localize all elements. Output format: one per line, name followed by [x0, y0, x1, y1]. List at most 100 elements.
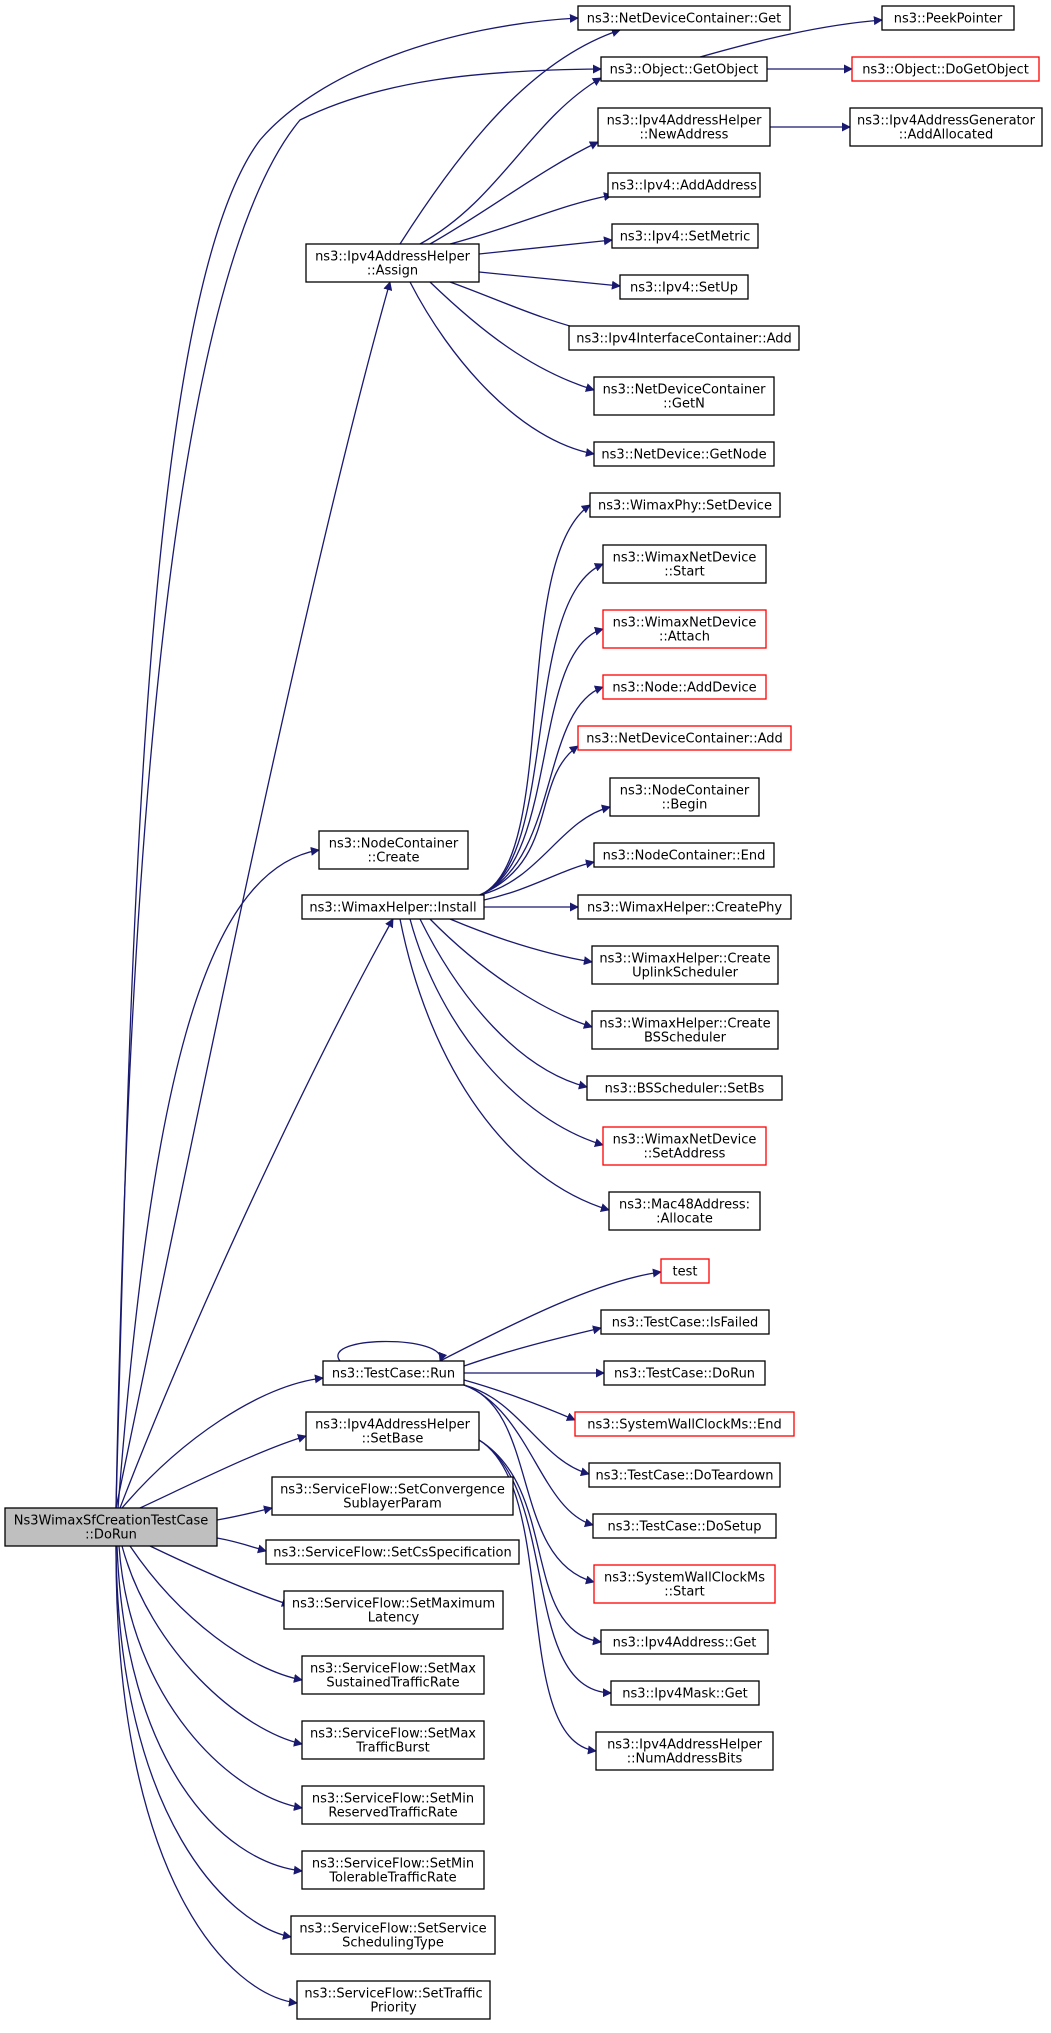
- node-convsub[interactable]: ns3::ServiceFlow::SetConvergenceSublayer…: [271, 1476, 514, 1516]
- node-setup[interactable]: ns3::Ipv4::SetUp: [619, 274, 749, 300]
- edge-line: [419, 918, 588, 1090]
- node-swc-start[interactable]: ns3::SystemWallClockMs::Start: [593, 1564, 776, 1604]
- node-box: [851, 56, 1040, 82]
- node-maxsus[interactable]: ns3::ServiceFlow::SetMaxSustainedTraffic…: [301, 1655, 485, 1695]
- edge-root-to-maxburst: [121, 1545, 303, 1747]
- node-phy-setdev[interactable]: ns3::WimaxPhy::SetDevice: [589, 492, 781, 518]
- edge-line: [699, 16, 883, 58]
- node-addalloc[interactable]: ns3::Ipv4AddressGenerator::AddAllocated: [849, 107, 1043, 147]
- node-minres[interactable]: ns3::ServiceFlow::SetMinReservedTrafficR…: [301, 1785, 485, 1825]
- node-box: [593, 376, 775, 416]
- edge-root-to-schedtype: [115, 1545, 292, 1940]
- node-label: ::Start: [664, 565, 705, 580]
- node-setbase[interactable]: ns3::Ipv4AddressHelper::SetBase: [305, 1411, 480, 1451]
- node-label: ns3::ServiceFlow::SetConvergence: [280, 1483, 505, 1498]
- node-setmetric[interactable]: ns3::Ipv4::SetMetric: [611, 223, 759, 249]
- node-box: [301, 1850, 485, 1890]
- node-label: ns3::TestCase::IsFailed: [612, 1316, 759, 1331]
- node-mac-alloc[interactable]: ns3::Mac48Address::Allocate: [608, 1191, 761, 1231]
- node-csspec[interactable]: ns3::ServiceFlow::SetCsSpecification: [265, 1539, 520, 1565]
- edge-line: [216, 1537, 267, 1554]
- node-label: ns3::TestCase::Run: [332, 1367, 455, 1382]
- edge-assign-to-setmetric: [478, 236, 613, 255]
- node-label: ::Begin: [662, 798, 708, 813]
- node-getnode[interactable]: ns3::NetDevice::GetNode: [593, 441, 775, 467]
- node-label: ::Start: [664, 1585, 705, 1600]
- node-mask-get[interactable]: ns3::Ipv4Mask::Get: [610, 1680, 760, 1706]
- node-box: [586, 1075, 783, 1101]
- node-ndc-add[interactable]: ns3::NetDeviceContainer::Add: [577, 725, 792, 751]
- node-label: ::GetN: [663, 397, 705, 412]
- node-label: SustainedTrafficRate: [326, 1676, 459, 1691]
- node-numaddrbits[interactable]: ns3::Ipv4AddressHelper::NumAddressBits: [595, 1731, 774, 1771]
- edge-root-to-convsub: [216, 1505, 273, 1521]
- edge-run-to-run: [337, 1340, 448, 1362]
- edge-install-to-wnd_attach: [479, 626, 604, 896]
- node-label: ns3::Ipv4AddressHelper: [607, 1738, 763, 1753]
- edge-line: [399, 918, 610, 1212]
- edge-install-to-nc_end: [483, 859, 595, 901]
- edge-line: [463, 1384, 595, 1585]
- node-label: ns3::ServiceFlow::SetMax: [310, 1662, 476, 1677]
- node-box: [592, 1513, 777, 1539]
- node-setaddress[interactable]: ns3::WimaxNetDevice::SetAddress: [602, 1126, 767, 1166]
- node-box: [610, 1680, 760, 1706]
- node-newaddr[interactable]: ns3::Ipv4AddressHelper::NewAddress: [597, 107, 771, 147]
- node-addaddr[interactable]: ns3::Ipv4::AddAddress: [607, 172, 761, 198]
- node-mintol[interactable]: ns3::ServiceFlow::SetMinTolerableTraffic…: [301, 1850, 485, 1890]
- node-setbs[interactable]: ns3::BSScheduler::SetBs: [586, 1075, 783, 1101]
- node-getobj[interactable]: ns3::Object::GetObject: [600, 56, 768, 82]
- edge-line: [429, 141, 599, 245]
- node-nc-begin[interactable]: ns3::NodeContainer::Begin: [609, 777, 760, 817]
- edge-root-to-run: [121, 1374, 324, 1509]
- node-teardown[interactable]: ns3::TestCase::DoTeardown: [588, 1462, 781, 1488]
- node-isfailed[interactable]: ns3::TestCase::IsFailed: [600, 1309, 770, 1335]
- edge-line: [115, 281, 393, 1509]
- node-createphy[interactable]: ns3::WimaxHelper::CreatePhy: [577, 894, 792, 920]
- node-nc-end[interactable]: ns3::NodeContainer::End: [593, 842, 775, 868]
- node-run[interactable]: ns3::TestCase::Run: [322, 1360, 465, 1386]
- node-label: ns3::NetDeviceContainer: [603, 383, 767, 398]
- node-dorun[interactable]: ns3::TestCase::DoRun: [603, 1360, 766, 1386]
- node-ipv4addr-get[interactable]: ns3::Ipv4Address::Get: [600, 1629, 769, 1655]
- edge-line: [116, 1545, 303, 1875]
- node-label: ns3::ServiceFlow::SetMax: [310, 1727, 476, 1742]
- edge-line: [337, 1340, 448, 1362]
- node-assign[interactable]: ns3::Ipv4AddressHelper::Assign: [305, 243, 480, 283]
- node-swc-end[interactable]: ns3::SystemWallClockMs::End: [574, 1411, 795, 1437]
- node-nc-create[interactable]: ns3::NodeContainer::Create: [318, 830, 469, 870]
- node-box: [283, 1590, 504, 1630]
- node-root[interactable]: Ns3WimaxSfCreationTestCase::DoRun: [4, 1507, 218, 1547]
- node-label: ns3::NetDeviceContainer::Get: [587, 12, 782, 27]
- node-install[interactable]: ns3::WimaxHelper::Install: [301, 894, 485, 920]
- node-box: [591, 945, 779, 985]
- node-dogetobj[interactable]: ns3::Object::DoGetObject: [851, 56, 1040, 82]
- node-peek[interactable]: ns3::PeekPointer: [881, 5, 1015, 31]
- edge-install-to-wnd_start: [479, 563, 604, 896]
- node-dosetup[interactable]: ns3::TestCase::DoSetup: [592, 1513, 777, 1539]
- node-wnd-attach[interactable]: ns3::WimaxNetDevice::Attach: [602, 609, 767, 649]
- node-ifc-add[interactable]: ns3::Ipv4InterfaceContainer::Add: [568, 325, 800, 351]
- node-nd-get[interactable]: ns3::NetDeviceContainer::Get: [577, 5, 791, 31]
- edge-line: [429, 918, 593, 1029]
- node-node-adddev[interactable]: ns3::Node::AddDevice: [602, 674, 767, 700]
- node-label: ns3::TestCase::DoSetup: [607, 1520, 761, 1535]
- node-nd-getn[interactable]: ns3::NetDeviceContainer::GetN: [593, 376, 775, 416]
- node-label: BSScheduler: [644, 1031, 727, 1046]
- node-box: [265, 1539, 520, 1565]
- edge-assign-to-newaddr: [429, 141, 599, 245]
- node-label: ns3::NodeContainer: [329, 837, 459, 852]
- function-nodes: Ns3WimaxSfCreationTestCase::DoRun ns3::Ne…: [4, 5, 1043, 2020]
- node-label: SchedulingType: [342, 1936, 444, 1951]
- node-wnd-start[interactable]: ns3::WimaxNetDevice::Start: [602, 544, 767, 584]
- node-label: ns3::PeekPointer: [894, 12, 1003, 27]
- node-test[interactable]: test: [660, 1258, 710, 1284]
- node-box: [619, 274, 749, 300]
- node-box: [577, 5, 791, 31]
- node-schedtype[interactable]: ns3::ServiceFlow::SetServiceSchedulingTy…: [290, 1915, 496, 1955]
